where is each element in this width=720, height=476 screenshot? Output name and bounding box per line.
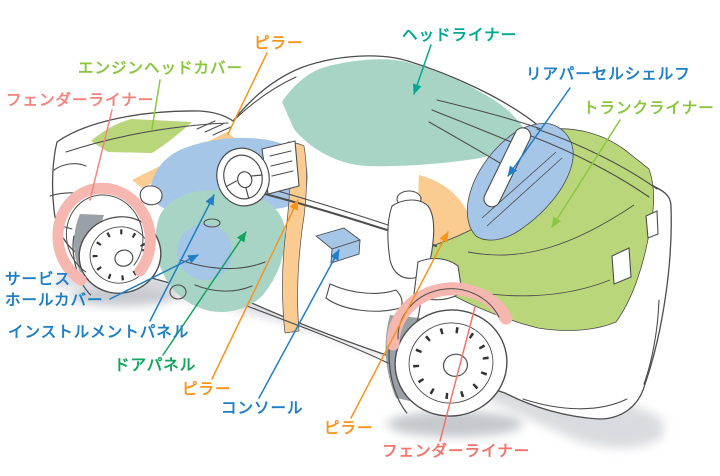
leader-head-liner (412, 44, 432, 95)
leader-instrument-panel (149, 194, 215, 322)
label-console: コンソール (221, 400, 304, 417)
label-head-liner: ヘッドライナー (402, 27, 518, 44)
label-trunk-liner: トランクライナー (583, 100, 715, 117)
head-liner-region (282, 59, 527, 167)
label-pillar-c: ピラー (324, 420, 374, 437)
label-instrument-panel: インストルメントパネル (8, 324, 190, 341)
engine-head-cover-region (91, 119, 192, 153)
trunk-seam-line (467, 204, 635, 256)
leader-service-hole-cover (109, 254, 199, 300)
parcel-shelf-detail (481, 151, 563, 227)
leader-console (258, 249, 340, 399)
label-engine-head-cover: エンジンヘッドカバー (78, 60, 244, 77)
fender-arch-front-line (65, 194, 144, 273)
leader-pillar-b (211, 199, 299, 380)
fender-liner-front-region (52, 182, 156, 286)
label-pillar-b: ピラー (182, 381, 232, 398)
rear-wheel (388, 309, 508, 417)
label-service-hole-cover: サービス ホールカバー (5, 271, 104, 309)
service-hole-cover-region (176, 223, 233, 281)
label-rear-parcel-shelf: リアパーセルシェルフ (526, 66, 691, 83)
leader-fender-liner-front (89, 109, 113, 201)
leader-door-panel (162, 231, 247, 356)
leader-engine-head-cover (151, 79, 161, 130)
steering-wheel (216, 147, 270, 207)
label-pillar-a: ピラー (254, 35, 304, 52)
label-fender-liner-front: フェンダーライナー (6, 92, 155, 109)
label-fender-liner-rear: フェンダーライナー (382, 443, 531, 460)
leader-lines (89, 44, 621, 442)
ground-shadow (54, 268, 665, 448)
leader-pillar-a (227, 52, 268, 135)
leader-fender-liner-rear (439, 306, 476, 442)
label-door-panel: ドアパネル (114, 357, 197, 374)
line-art (49, 76, 660, 410)
leader-pillar-c (350, 231, 449, 419)
rear-parcel-shelf-region (466, 123, 574, 241)
leader-trunk-liner (551, 119, 621, 228)
leader-rear-parcel-shelf (507, 87, 571, 177)
